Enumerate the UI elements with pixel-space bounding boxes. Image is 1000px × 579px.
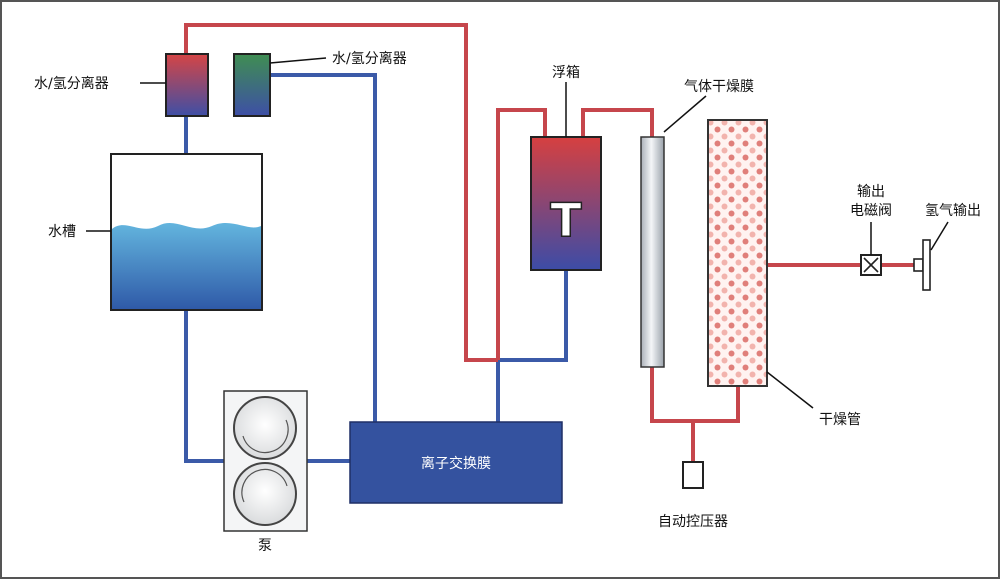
leader-separator-right: [269, 57, 327, 64]
pump-label: 泵: [258, 538, 272, 554]
pipe-right-separator-to-membrane: [270, 73, 377, 422]
solenoid-valve-label-line1: 输出: [857, 184, 885, 200]
pipe-float-loop: [496, 108, 547, 360]
hydrogen-output-label: 氢气输出: [925, 203, 981, 219]
ion-exchange-membrane-label: 离子交换膜: [421, 455, 491, 472]
solenoid-valve-label-line2: 电磁阀: [850, 203, 892, 219]
solenoid-valve: [860, 254, 882, 276]
hydrogen-output-fitting: [913, 239, 931, 291]
drying-tube-label: 干燥管: [819, 412, 861, 428]
pipe-float-to-dryer-membrane: [581, 108, 654, 137]
separator-left: [165, 53, 209, 117]
water-tank-label: 水槽: [48, 224, 76, 240]
ion-exchange-membrane: [349, 421, 563, 504]
pump: [223, 390, 308, 532]
pipe-float-to-membrane: [496, 270, 568, 422]
separator-right: [233, 53, 271, 117]
float-tank: [530, 136, 602, 271]
drying-tube: [707, 119, 768, 387]
water-tank: [110, 153, 263, 311]
auto-pressure-controller-label: 自动控压器: [658, 514, 728, 530]
pump-rotor-bottom: [233, 462, 297, 526]
float-tank-label: 浮箱: [552, 65, 580, 81]
auto-pressure-controller: [682, 461, 704, 489]
leader-gas-drying-membrane: [663, 95, 707, 133]
gas-drying-membrane: [640, 136, 665, 368]
separator-right-label: 水/氢分离器: [332, 50, 407, 67]
leader-drying-tube: [766, 371, 814, 409]
separator-left-label: 水/氢分离器: [34, 75, 109, 92]
water-surface: [112, 223, 261, 309]
float-tank-symbol: T: [550, 193, 582, 247]
pipe-separator-to-membrane-top: [184, 23, 498, 362]
leader-hydrogen-output: [930, 221, 949, 251]
pump-rotor-top: [233, 396, 297, 460]
gas-drying-membrane-label: 气体干燥膜: [684, 79, 754, 95]
